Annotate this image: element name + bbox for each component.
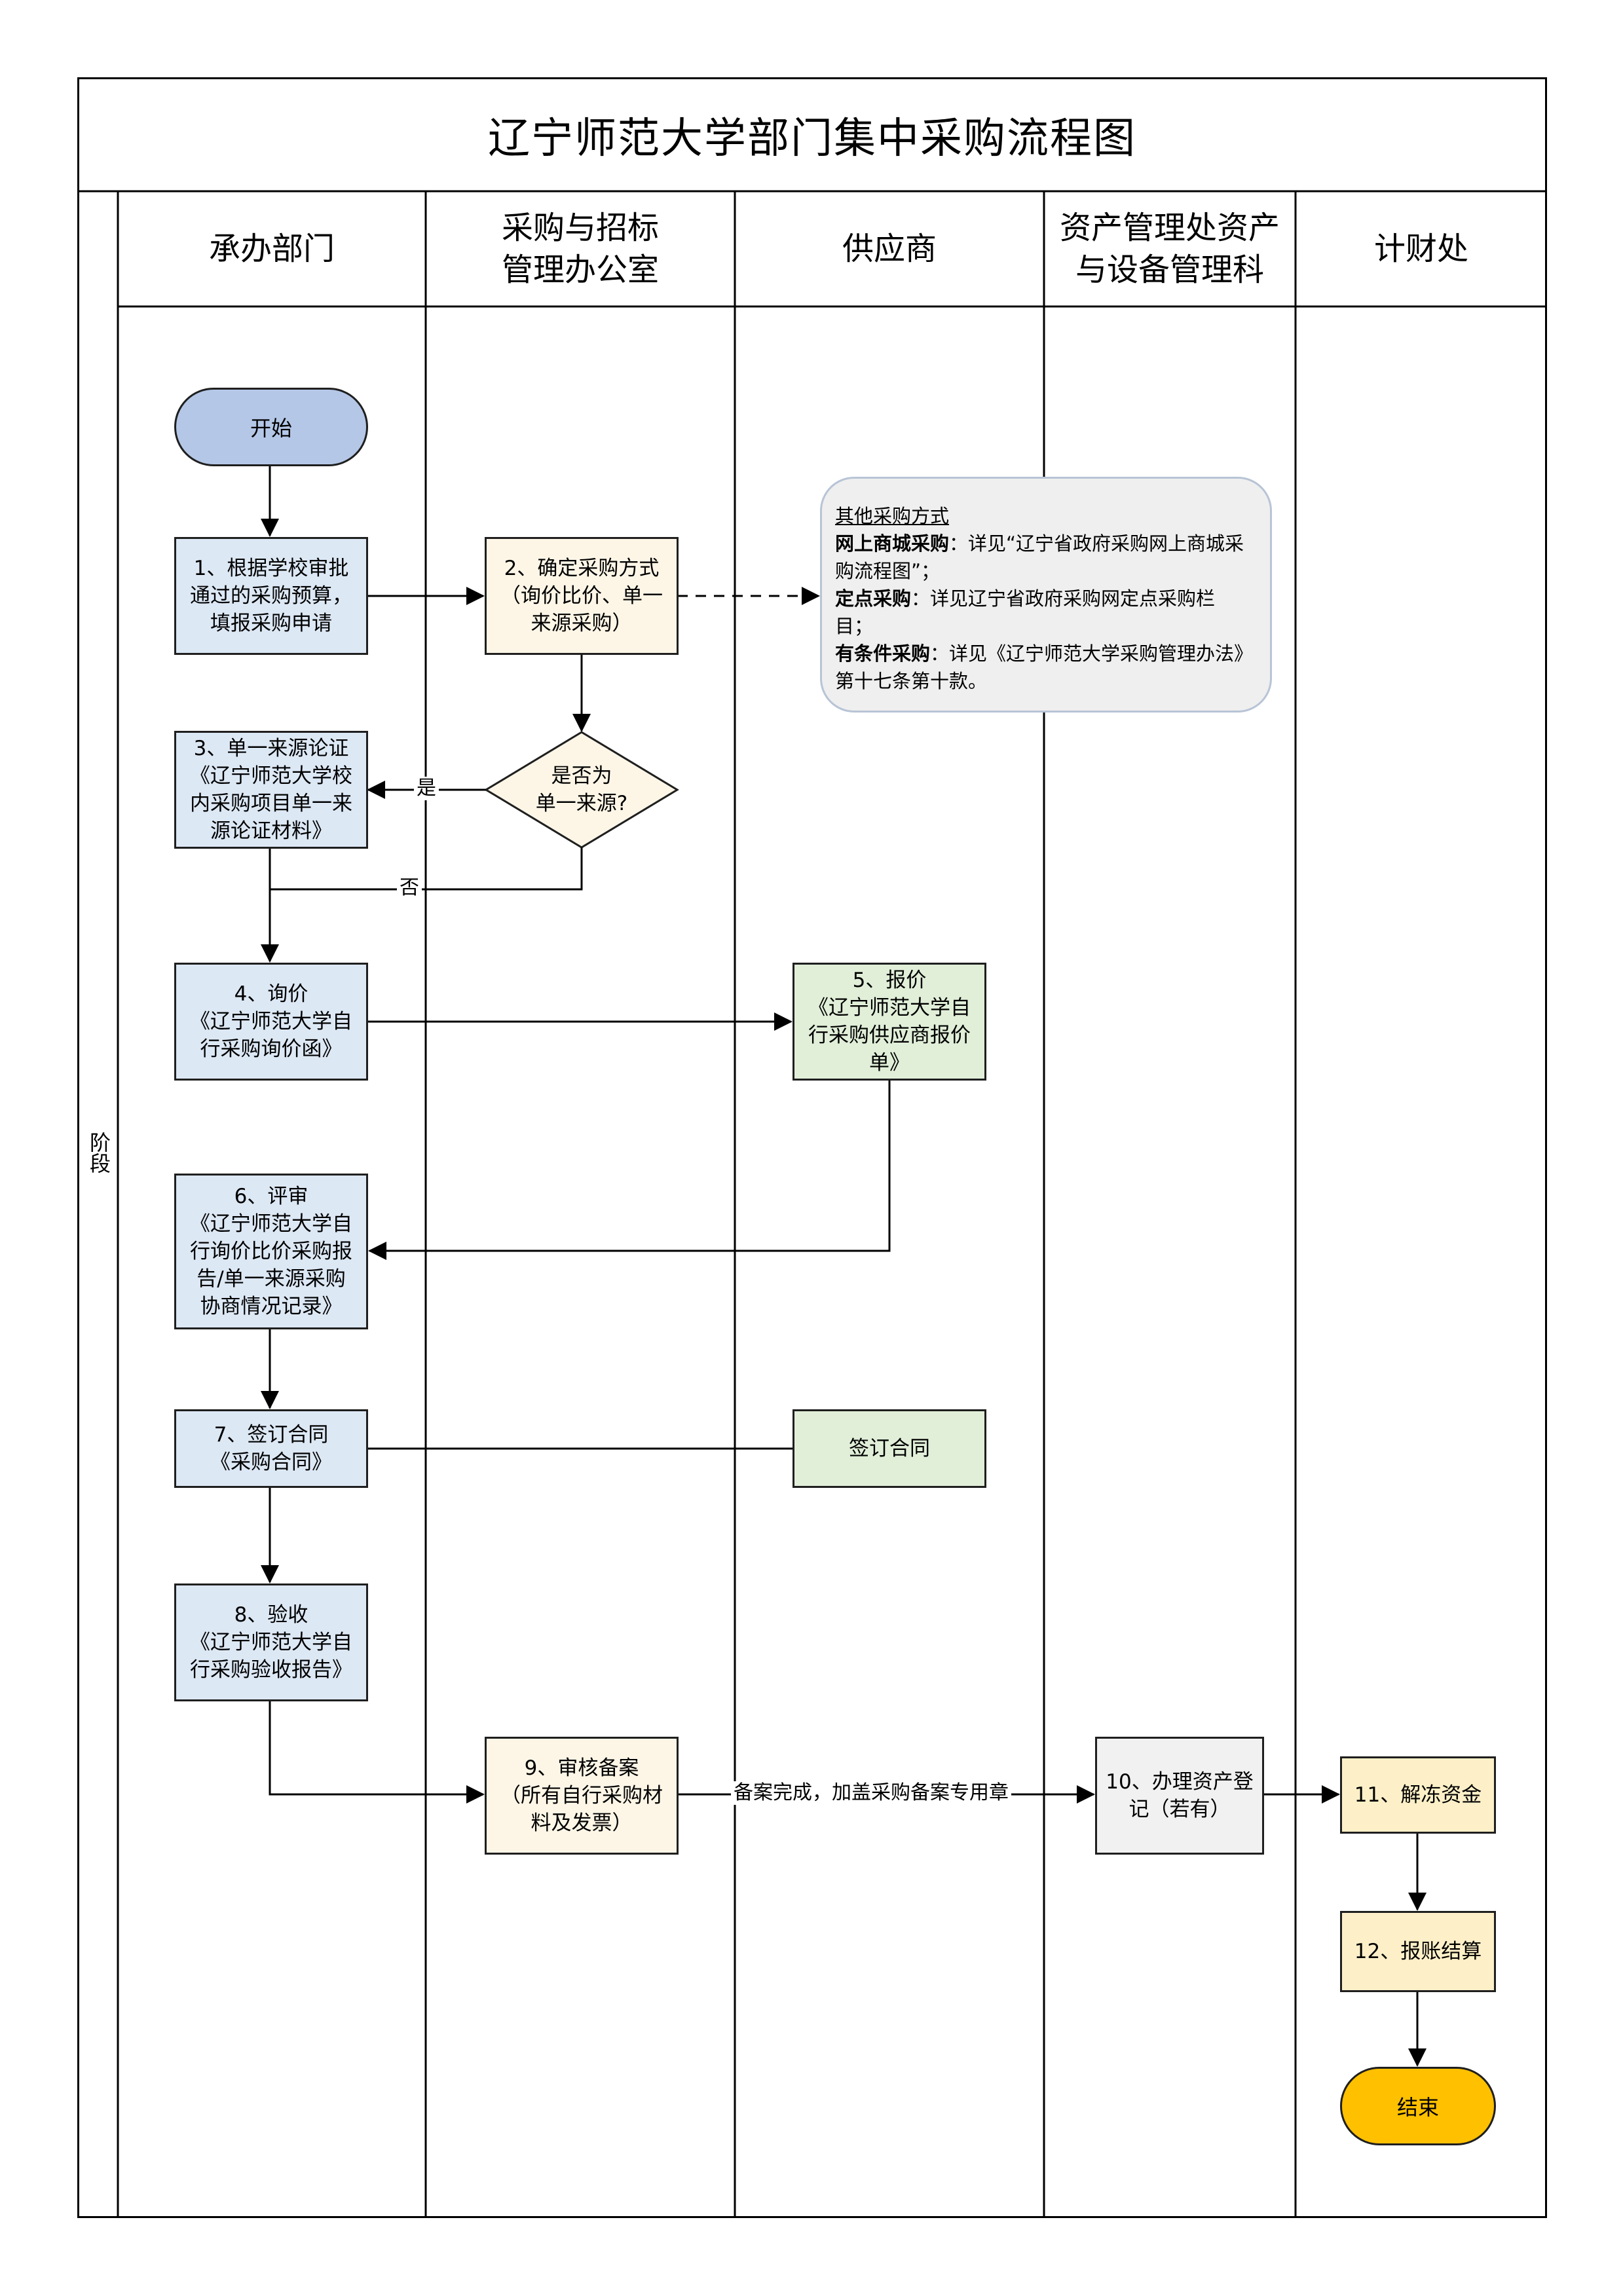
start-node: 开始 bbox=[174, 388, 368, 466]
edge-5-to-6 bbox=[368, 1081, 891, 1260]
other-procurement-methods-note: 其他采购方式 网上商城采购：详见“辽宁省政府采购网上商城采购流程图”； 定点采购… bbox=[820, 477, 1272, 713]
note-item-conditional: 有条件采购：详见《辽宁师范大学采购管理办法》第十七条第十款。 bbox=[835, 642, 1244, 692]
step-7-supplier-sign-contract: 签订合同 bbox=[793, 1409, 986, 1488]
step-4-inquiry: 4、询价 《辽宁师范大学自 行采购询价函》 bbox=[174, 963, 368, 1081]
decision-single-source: 是否为 单一来源? bbox=[535, 764, 628, 815]
lane-header-supplier: 供应商 bbox=[842, 231, 937, 267]
step-9-review-filing: 9、审核备案 （所有自行采购材 料及发票） bbox=[485, 1737, 679, 1855]
step-8-acceptance: 8、验收 《辽宁师范大学自 行采购验收报告》 bbox=[174, 1583, 368, 1701]
step-3-single-source-justification: 3、单一来源论证 《辽宁师范大学校 内采购项目单一来 源论证材料》 bbox=[174, 731, 368, 849]
step-1-purchase-request: 1、根据学校审批 通过的采购预算， 填报采购申请 bbox=[174, 537, 368, 655]
step-2-determine-method: 2、确定采购方式 （询价比价、单一 来源采购） bbox=[485, 537, 679, 655]
step-10-asset-registration: 10、办理资产登 记（若有） bbox=[1095, 1737, 1264, 1855]
step-11-release-funds: 11、解冻资金 bbox=[1340, 1756, 1496, 1834]
edge-decision-no bbox=[270, 847, 583, 891]
lane-header-dept: 承办部门 bbox=[208, 231, 335, 267]
lane-header-procurement-office: 采购与招标 管理办公室 bbox=[501, 210, 659, 288]
step-7-sign-contract: 7、签订合同 《采购合同》 bbox=[174, 1409, 368, 1488]
edge-label-filed: 备案完成，加盖采购备案专用章 bbox=[731, 1781, 1011, 1805]
outer-frame bbox=[77, 77, 1547, 2218]
step-5-quotation: 5、报价 《辽宁师范大学自 行采购供应商报价 单》 bbox=[793, 963, 986, 1081]
step-6-evaluation: 6、评审 《辽宁师范大学自 行询价比价采购报 告/单一来源采购 协商情况记录》 bbox=[174, 1174, 368, 1329]
note-item-designated: 定点采购：详见辽宁省政府采购网定点采购栏目； bbox=[835, 587, 1216, 637]
lane-header-asset-office: 资产管理处资产 与设备管理科 bbox=[1059, 210, 1280, 288]
end-node: 结束 bbox=[1340, 2067, 1496, 2145]
note-item-online-mall: 网上商城采购：详见“辽宁省政府采购网上商城采购流程图”； bbox=[835, 532, 1244, 582]
edge-8-to-9 bbox=[269, 1701, 485, 1804]
edge-label-yes: 是 bbox=[414, 777, 439, 800]
stage-label: 阶段 bbox=[86, 1132, 111, 1174]
edge-label-no: 否 bbox=[397, 876, 422, 900]
page-title: 辽宁师范大学部门集中采购流程图 bbox=[488, 115, 1136, 163]
lane-header-finance: 计财处 bbox=[1373, 231, 1468, 267]
note-title: 其他采购方式 bbox=[835, 505, 950, 527]
step-12-reimbursement: 12、报账结算 bbox=[1340, 1911, 1496, 1992]
